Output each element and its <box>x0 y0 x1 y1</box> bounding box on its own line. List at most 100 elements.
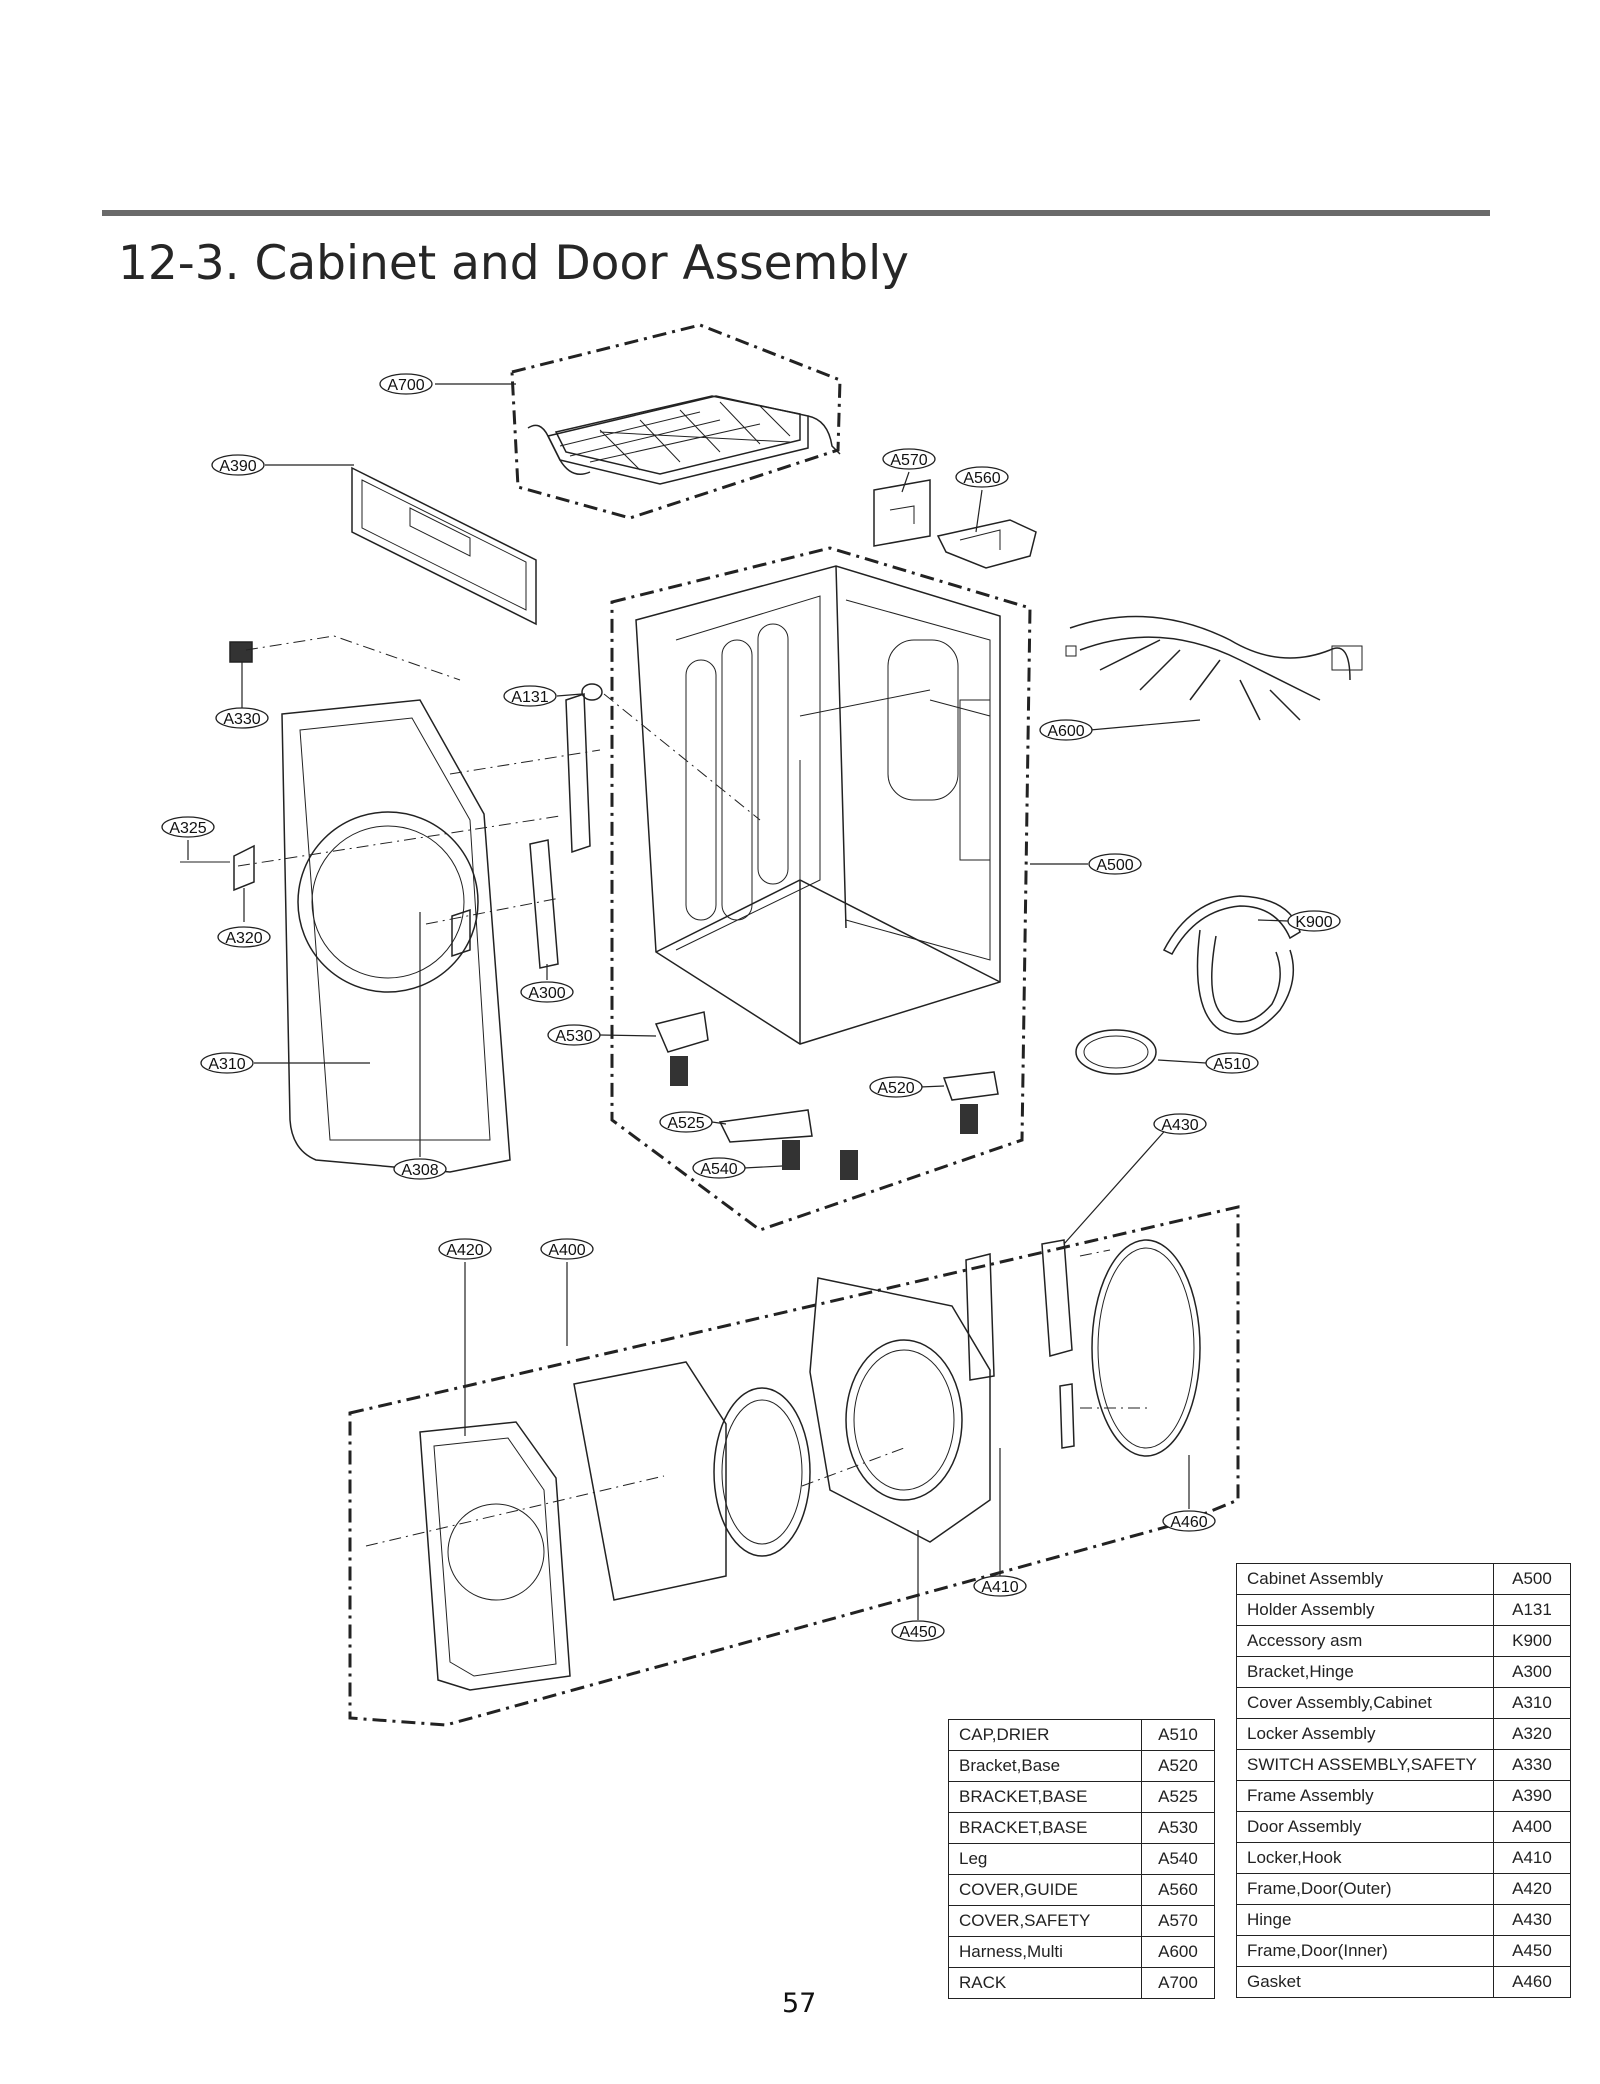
callout-A450: A450 <box>891 1620 945 1642</box>
callout-A400: A400 <box>540 1238 594 1260</box>
guide-cover-part <box>936 519 1037 569</box>
svg-text:A450: A450 <box>899 1624 936 1641</box>
rack-group-outline <box>510 323 842 520</box>
svg-text:A325: A325 <box>169 820 206 837</box>
leader-lines <box>187 383 1289 1620</box>
callouts: A700 A390 A570 A560 A330 A131 A600 A325 … <box>161 373 1341 1642</box>
svg-text:A330: A330 <box>223 711 260 728</box>
safety-cover-part <box>873 479 931 547</box>
svg-text:A570: A570 <box>890 452 927 469</box>
table-row: Frame,Door(Inner)A450 <box>1236 1935 1571 1967</box>
callout-A500: A500 <box>1088 853 1142 875</box>
svg-text:A131: A131 <box>511 689 548 706</box>
callout-A300: A300 <box>520 981 574 1003</box>
accessory-part <box>1162 895 1301 1035</box>
door-group-outline <box>348 1205 1240 1727</box>
svg-text:K900: K900 <box>1295 914 1332 931</box>
section-title: 12-3. Cabinet and Door Assembly <box>118 236 909 291</box>
svg-text:A525: A525 <box>667 1115 704 1132</box>
callout-A410: A410 <box>973 1575 1027 1597</box>
callout-K900: K900 <box>1287 910 1341 932</box>
callout-A525: A525 <box>659 1111 713 1133</box>
svg-text:A300: A300 <box>528 985 565 1002</box>
svg-text:A390: A390 <box>219 458 256 475</box>
callout-A325: A325 <box>161 816 215 838</box>
base-brackets-part <box>654 1011 999 1143</box>
svg-text:A310: A310 <box>208 1056 245 1073</box>
locker-part <box>180 844 255 892</box>
hinge-bracket-part <box>451 839 559 969</box>
callout-A570: A570 <box>882 448 936 470</box>
legs-part <box>670 1056 978 1180</box>
rack-part <box>527 395 841 485</box>
svg-text:A520: A520 <box>877 1080 914 1097</box>
svg-text:A420: A420 <box>446 1242 483 1259</box>
table-row: Frame,Door(Outer)A420 <box>1236 1873 1571 1905</box>
callout-A320: A320 <box>217 926 271 948</box>
svg-text:A700: A700 <box>387 377 424 394</box>
svg-text:A430: A430 <box>1161 1117 1198 1134</box>
inner-door-frame-part <box>713 1387 811 1557</box>
callout-A520: A520 <box>869 1076 923 1098</box>
safety-switch-part <box>229 641 253 663</box>
callout-A460: A460 <box>1162 1510 1216 1532</box>
outer-door-frame-part <box>419 1421 571 1691</box>
callout-A330: A330 <box>215 707 269 729</box>
callout-A390: A390 <box>211 454 265 476</box>
svg-text:A540: A540 <box>700 1161 737 1178</box>
svg-text:A530: A530 <box>555 1028 592 1045</box>
callout-A510: A510 <box>1205 1052 1259 1074</box>
callout-A560: A560 <box>955 466 1009 488</box>
door-glass-part <box>573 1361 727 1601</box>
svg-text:A320: A320 <box>225 930 262 947</box>
assembly-lines <box>237 635 1150 1547</box>
callout-A308: A308 <box>393 1158 447 1180</box>
frame-assembly-part <box>351 466 537 626</box>
callout-A131: A131 <box>503 685 557 707</box>
door-frame-assembly-part <box>809 1277 991 1543</box>
header-rule <box>102 210 1490 216</box>
svg-text:A510: A510 <box>1213 1056 1250 1073</box>
harness-part <box>1065 615 1363 721</box>
callout-A540: A540 <box>692 1157 746 1179</box>
door-gasket-part <box>1091 1239 1201 1457</box>
svg-text:A560: A560 <box>963 470 1000 487</box>
drier-cap-part <box>1075 1029 1157 1075</box>
callout-A700: A700 <box>379 373 433 395</box>
callout-A600: A600 <box>1039 719 1093 741</box>
locker-hook-part <box>1059 1383 1075 1449</box>
page-number: 57 <box>782 1988 817 2019</box>
callout-A430: A430 <box>1153 1113 1207 1135</box>
callout-A310: A310 <box>200 1052 254 1074</box>
door-hinge-part <box>965 1239 1073 1381</box>
svg-text:A400: A400 <box>548 1242 585 1259</box>
svg-text:A308: A308 <box>401 1162 438 1179</box>
cabinet-cover-part <box>281 699 511 1173</box>
svg-text:A410: A410 <box>981 1579 1018 1596</box>
cabinet-group-outline <box>610 546 1032 1232</box>
